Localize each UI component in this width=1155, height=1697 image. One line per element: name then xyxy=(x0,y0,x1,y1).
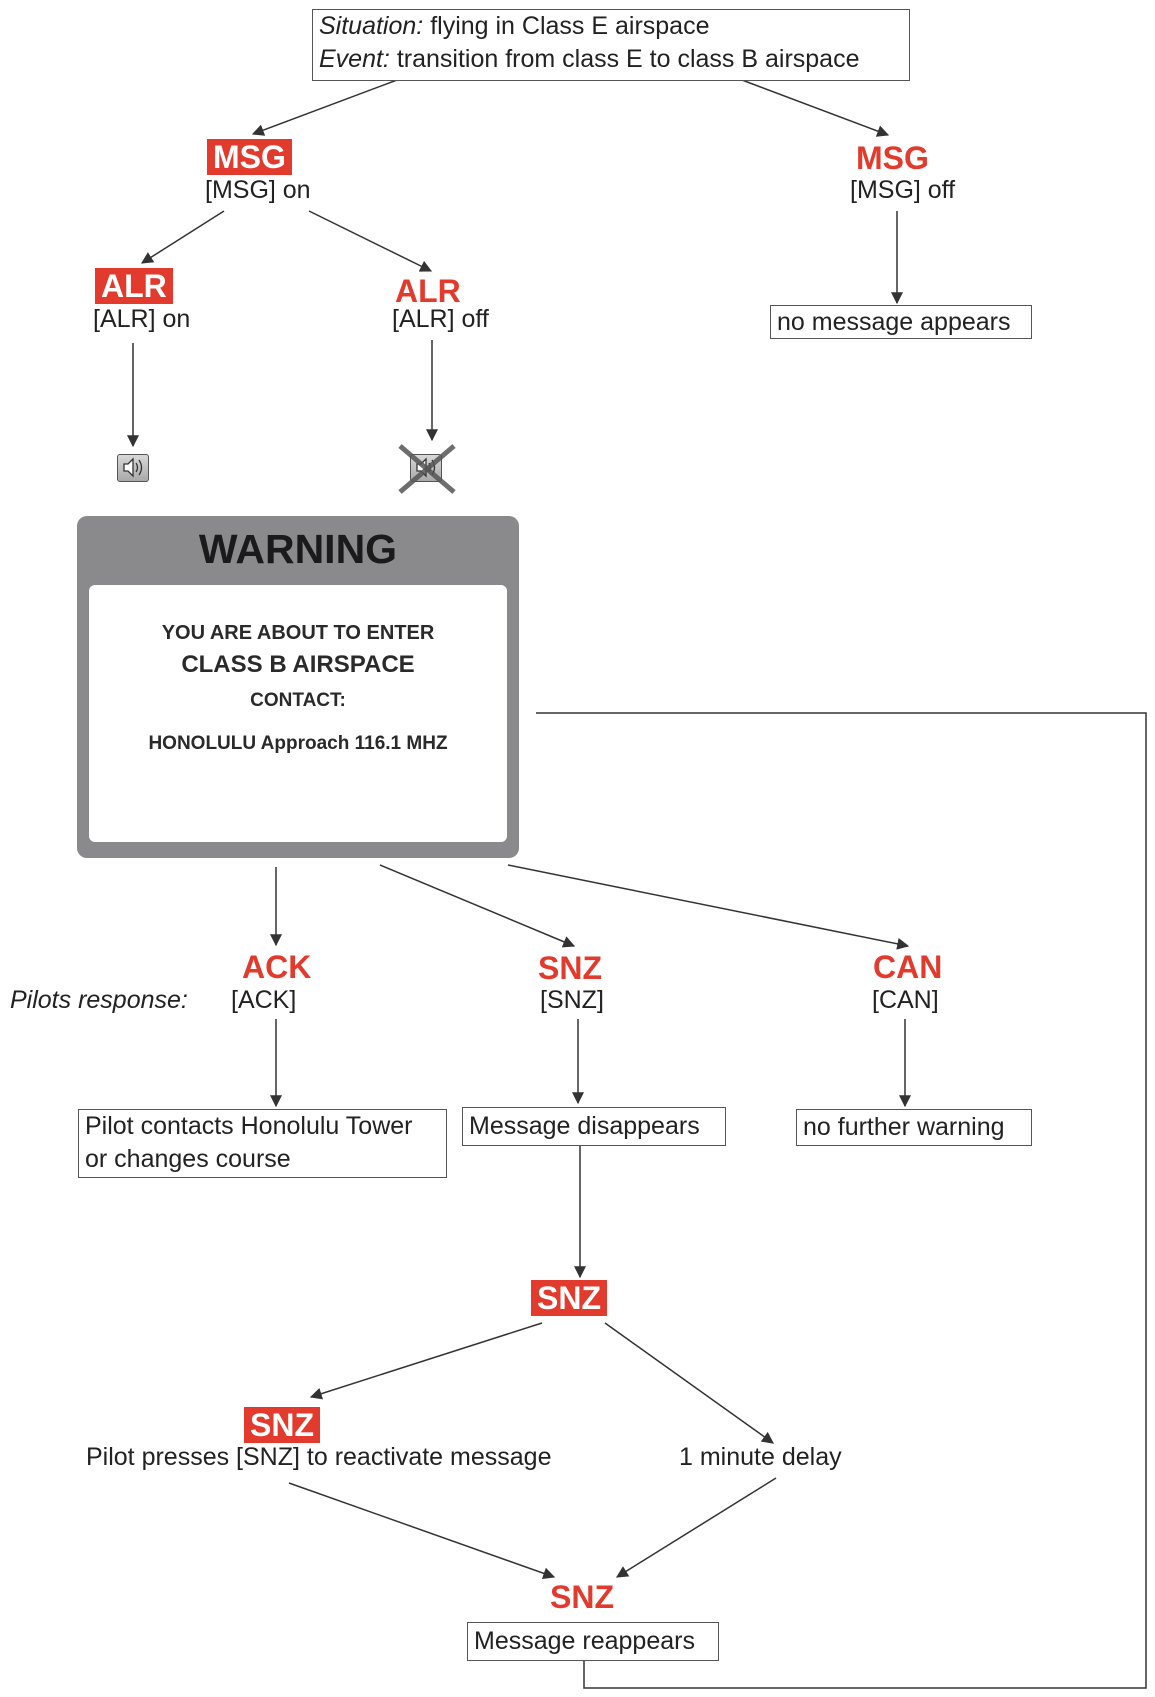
situation-text: flying in Class E airspace xyxy=(423,12,710,40)
pilots-response-label: Pilots response: xyxy=(10,986,188,1014)
warning-line-3: CONTACT: xyxy=(250,690,346,711)
arrow-warning-to-can xyxy=(507,864,910,950)
delay-label: 1 minute delay xyxy=(679,1443,842,1471)
arrow-msg-on-to-alr-on xyxy=(140,210,225,264)
no-message-text: no message appears xyxy=(777,308,1011,336)
msg-on-label: [MSG] on xyxy=(205,176,311,204)
ack-key: ACK xyxy=(242,949,312,985)
snz-press-label: Pilot presses [SNZ] to reactivate messag… xyxy=(86,1443,552,1471)
ack-result-line-1: Pilot contacts Honolulu Tower xyxy=(85,1112,413,1140)
msg-off-key: MSG xyxy=(856,140,929,176)
arrow-press-to-final xyxy=(288,1482,556,1580)
can-result-text: no further warning xyxy=(803,1113,1005,1141)
ack-label: [ACK] xyxy=(231,986,297,1014)
arrow-snz-to-delay xyxy=(604,1322,774,1444)
alr-off-label: [ALR] off xyxy=(392,305,489,333)
arrow-msg-on-to-alr-off xyxy=(308,210,433,272)
arrow-situation-to-msg-off xyxy=(741,79,890,137)
snz-result-text: Message disappears xyxy=(469,1112,700,1140)
alr-on-label: [ALR] on xyxy=(93,305,191,333)
mute-cross-icon xyxy=(398,444,456,494)
warning-line-1: YOU ARE ABOUT TO ENTER xyxy=(161,622,435,644)
arrow-situation-to-msg-on xyxy=(251,79,398,136)
alr-on-key: ALR xyxy=(95,268,173,304)
snz-key: SNZ xyxy=(538,950,602,986)
snz-final-key: SNZ xyxy=(550,1579,614,1615)
situation-box: Situation: flying in Class E airspace Ev… xyxy=(312,9,910,81)
no-message-box: no message appears xyxy=(770,305,1032,339)
warning-title: WARNING xyxy=(198,526,398,572)
speaker-icon xyxy=(117,454,149,482)
can-key: CAN xyxy=(873,949,943,985)
can-result-box: no further warning xyxy=(796,1109,1032,1146)
reappears-box: Message reappears xyxy=(467,1622,719,1661)
msg-off-label: [MSG] off xyxy=(850,176,956,204)
snz-result-box: Message disappears xyxy=(462,1107,726,1146)
snz-label: [SNZ] xyxy=(540,986,604,1014)
can-label: [CAN] xyxy=(872,986,939,1014)
event-label: Event: xyxy=(319,45,390,73)
warning-line-4: HONOLULU Approach 116.1 MHZ xyxy=(148,733,448,754)
alr-off-key: ALR xyxy=(395,273,461,309)
loop-back-line xyxy=(536,712,1147,1689)
msg-on-key: MSG xyxy=(207,139,292,175)
snz-second-key: SNZ xyxy=(531,1280,607,1316)
arrow-delay-to-final xyxy=(615,1477,777,1578)
ack-result-line-2: or changes course xyxy=(85,1145,291,1173)
warning-line-2: CLASS B AIRSPACE xyxy=(181,651,415,678)
warning-panel: WARNING YOU ARE ABOUT TO ENTER CLASS B A… xyxy=(77,516,519,858)
arrow-warning-to-snz xyxy=(379,864,576,948)
event-text: transition from class E to class B airsp… xyxy=(389,45,860,73)
snz-press-key: SNZ xyxy=(244,1407,320,1443)
situation-label: Situation: xyxy=(319,12,424,40)
ack-result-box: Pilot contacts Honolulu Tower or changes… xyxy=(78,1109,447,1178)
arrow-snz-to-press xyxy=(309,1322,543,1400)
reappears-text: Message reappears xyxy=(474,1627,695,1655)
warning-body: YOU ARE ABOUT TO ENTER CLASS B AIRSPACE … xyxy=(89,585,507,842)
